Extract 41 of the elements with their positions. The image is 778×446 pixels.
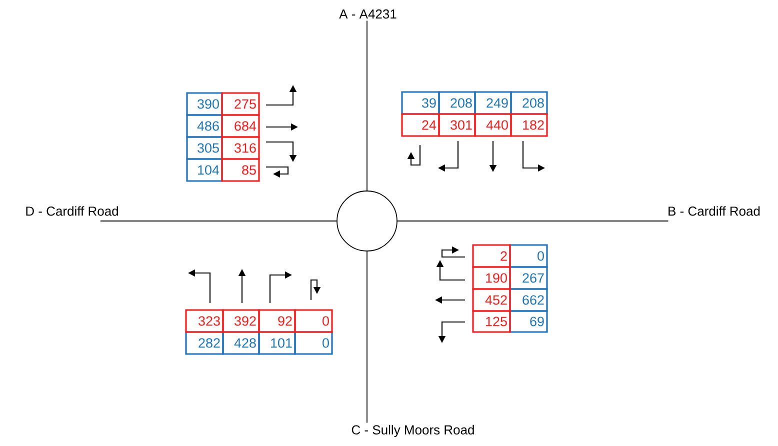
table-cell: 208 (510, 91, 548, 115)
table-cell: 452 (472, 288, 511, 312)
table-cell: 69 (509, 310, 548, 333)
road-label: A - A4231 (339, 9, 396, 19)
road-label: C - Sully Moors Road (352, 424, 474, 438)
table-cell: 24 (401, 113, 440, 137)
table-cell: 390 (186, 92, 223, 116)
road-label: D - Cardiff Road (26, 206, 118, 216)
table-cell: 125 (472, 310, 511, 333)
table-cell: 662 (509, 288, 548, 312)
road-line (366, 251, 368, 424)
table-cell: 249 (474, 91, 512, 115)
table-cell: 101 (258, 331, 296, 355)
table-cell: 182 (510, 113, 548, 137)
table-cell: 2 (472, 244, 511, 268)
table-cell: 0 (294, 309, 333, 333)
table-cell: 323 (185, 309, 224, 333)
table-cell: 440 (474, 113, 512, 137)
table-cell: 104 (186, 158, 223, 182)
table-cell: 0 (509, 244, 548, 268)
road-line (100, 220, 337, 222)
road-line (397, 220, 669, 222)
table-cell: 305 (186, 136, 223, 160)
roundabout-circle (336, 190, 398, 252)
table-cell: 275 (221, 92, 260, 116)
table-cell: 428 (222, 331, 260, 355)
table-cell: 684 (221, 114, 260, 138)
road-label: B - Cardiff Road (668, 206, 760, 216)
table-cell: 190 (472, 266, 511, 290)
table-cell: 92 (258, 309, 296, 333)
table-cell: 85 (221, 158, 260, 182)
table-cell: 392 (222, 309, 260, 333)
table-cell: 0 (294, 331, 333, 355)
table-cell: 39 (401, 91, 440, 115)
table-cell: 282 (185, 331, 224, 355)
table-cell: 301 (438, 113, 476, 137)
table-cell: 316 (221, 136, 260, 160)
table-cell: 486 (186, 114, 223, 138)
table-cell: 267 (509, 266, 548, 290)
road-line (366, 20, 368, 191)
table-cell: 208 (438, 91, 476, 115)
